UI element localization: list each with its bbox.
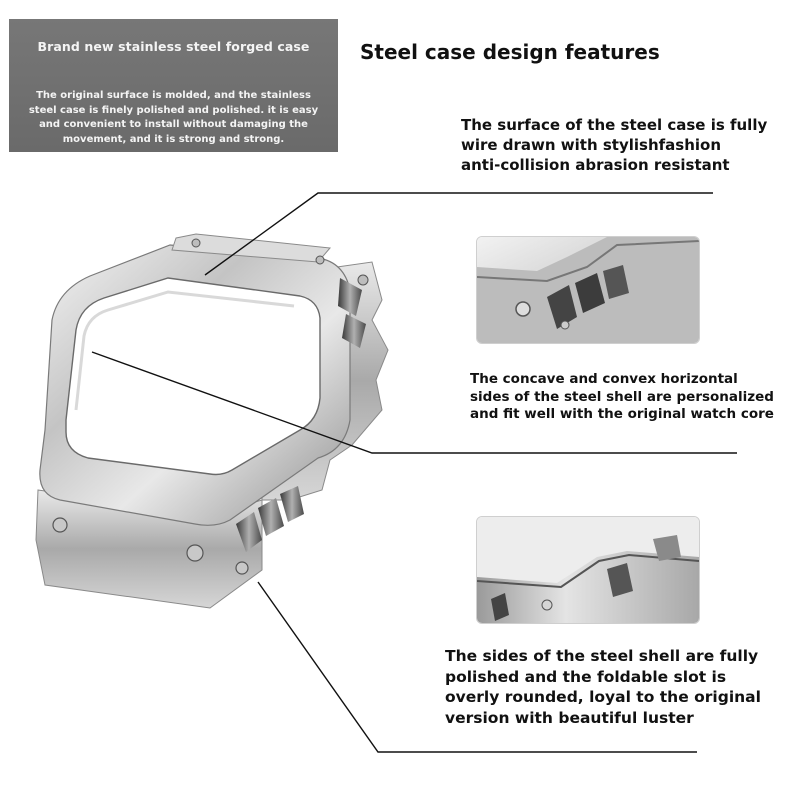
feature-text-wire-drawn: The surface of the steel case is fully w… [461,116,768,174]
intro-description: The original surface is molded, and the … [28,90,319,145]
leader-line-1 [204,192,713,276]
leader-line-2 [91,351,737,454]
steel-case [35,233,389,609]
page-title: Steel case design features [360,40,660,64]
intro-title: Brand new stainless steel forged case [37,39,310,54]
feature-text-polished-sides: The sides of the steel shell are fully p… [445,647,761,727]
intro-box: Brand new stainless steel forged case Th… [9,19,338,152]
feature-text-concave-convex: The concave and convex horizontal sides … [470,371,774,422]
detail-image-side-lugs [476,236,700,344]
leader-line-3 [257,581,697,753]
detail-image-polished-side [476,516,700,624]
leader-lines [91,192,737,753]
